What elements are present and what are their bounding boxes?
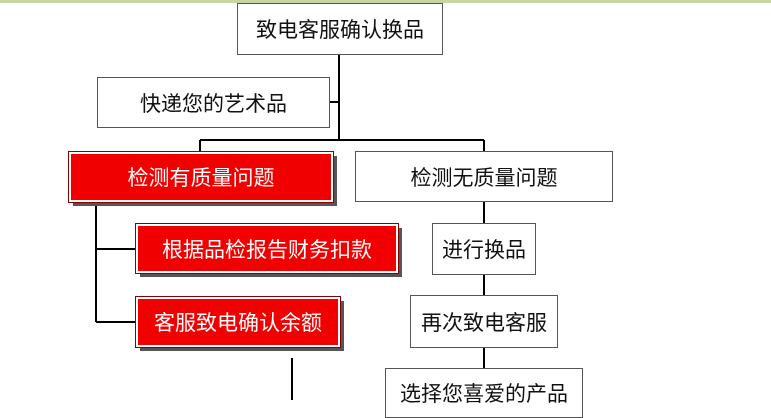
top-rule	[0, 0, 771, 3]
step-choose-product: 选择您喜爱的产品	[385, 368, 583, 418]
step-call-again: 再次致电客服	[410, 295, 558, 348]
connector-lines	[95, 55, 485, 400]
step-deduct-by-report: 根据品检报告财务扣款	[135, 223, 399, 274]
step-exchange: 进行换品	[432, 223, 536, 275]
step-quality-issue-found: 检测有质量问题	[68, 151, 334, 203]
step-confirm-exchange: 致电客服确认换品	[237, 3, 443, 55]
step-no-quality-issue: 检测无质量问题	[355, 151, 613, 202]
step-ship-artwork: 快递您的艺术品	[97, 77, 330, 128]
step-confirm-balance: 客服致电确认余额	[135, 296, 341, 348]
